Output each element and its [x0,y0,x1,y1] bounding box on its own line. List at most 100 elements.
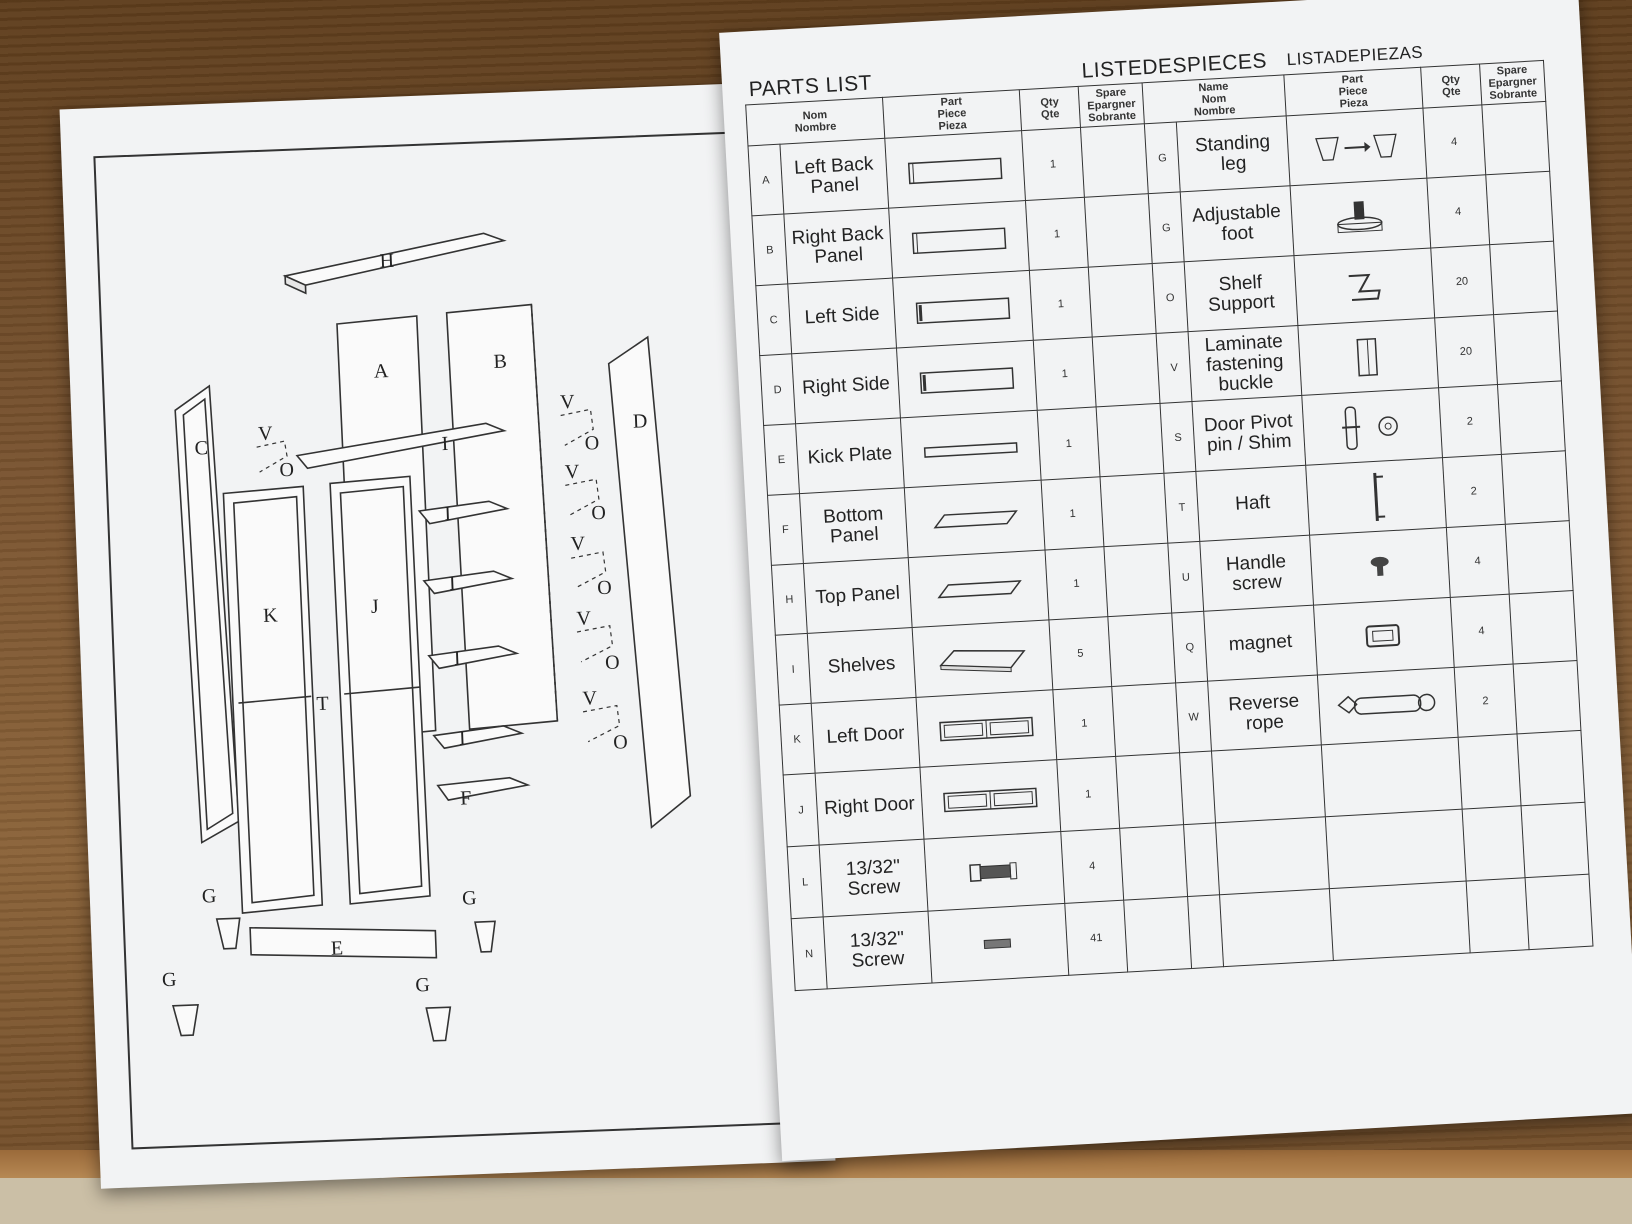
left-part-code: I [775,633,812,706]
right-part-illustration [1289,178,1431,256]
label-v-2: V [560,391,576,414]
right-part-code [1179,751,1216,825]
label-v-6: V [582,687,598,710]
rope-icon [1322,683,1452,730]
leg-icon [1291,126,1421,167]
foot-icon [1295,193,1425,240]
label-i-2: I [444,503,452,525]
hardware-clusters: V O V O V O V O V O V O [256,391,628,754]
right-part-code: T [1164,471,1200,544]
left-part-name: Left Door [811,697,920,774]
label-b: B [493,351,507,373]
left-part-code: H [771,563,808,636]
label-i-5: I [459,727,467,749]
right-part-spare [1493,311,1562,385]
left-part-qty: 1 [1029,267,1093,341]
right-part-name [1219,888,1334,967]
left-part-illustration [896,340,1038,418]
left-part-name: Right Door [815,767,924,846]
right-part-code [1187,894,1224,969]
left-part-qty: 1 [1021,127,1085,201]
left-part-code: E [763,423,800,496]
right-part-qty: 4 [1446,524,1510,598]
left-part-code: K [779,703,816,775]
side-panel-icon [898,291,1027,328]
right-part-spare [1489,241,1558,315]
right-part-illustration [1309,527,1450,606]
left-part-qty: 1 [1037,406,1101,481]
left-part-name: Bottom Panel [799,487,909,564]
right-part-illustration [1301,387,1443,466]
left-part-qty: 1 [1052,686,1116,760]
left-part-name: Left Side [787,278,897,354]
right-part-qty: 20 [1430,244,1494,318]
right-part-code: G [1144,121,1181,194]
right-part-code: Q [1171,611,1208,683]
shelves-i: I I I I I [295,422,525,750]
top-panel-h: H [282,232,507,295]
right-part-name: Laminate fastening buckle [1188,325,1302,402]
right-part-spare [1509,590,1578,665]
door-j: J T [316,475,431,905]
left-part-qty: 41 [1064,900,1128,976]
shelf-icon [918,637,1048,680]
diagram-frame: H A B C [93,130,801,1150]
label-g-2: G [462,887,477,910]
left-part-name: Left Back Panel [779,138,889,215]
right-part-illustration [1321,737,1462,817]
right-part-illustration [1317,667,1458,745]
left-part-qty: 1 [1033,337,1097,411]
right-part-illustration [1305,457,1447,536]
left-part-illustration [915,689,1057,768]
left-part-name: Shelves [807,627,916,704]
left-part-illustration [919,759,1061,840]
bolt-icon [929,850,1059,893]
kick-plate-icon [906,435,1035,462]
left-part-code: C [755,283,792,356]
label-g-1: G [201,885,216,908]
left-part-spare [1084,193,1153,268]
right-part-name: Standing leg [1176,115,1290,192]
door-k: K [222,485,324,914]
back-panel-b: B [445,303,559,731]
right-part-qty: 4 [1422,104,1486,179]
right-part-spare [1521,802,1589,878]
right-part-code [1183,822,1220,897]
label-c: C [194,437,208,459]
left-part-qty: 1 [1041,476,1105,551]
label-o-4: O [597,577,612,600]
left-part-spare [1100,473,1168,547]
right-part-code: U [1167,541,1204,614]
left-part-qty: 4 [1060,828,1124,904]
right-part-spare [1485,171,1554,245]
left-part-illustration [888,200,1030,279]
kick-plate-e: E [249,926,438,960]
right-part-code: V [1156,331,1193,404]
legs-g: G G G G [162,885,496,1042]
right-part-spare [1501,450,1570,525]
left-part-qty: 1 [1044,546,1109,620]
left-part-spare [1096,403,1165,477]
label-v-5: V [576,607,592,630]
label-f: F [460,787,472,809]
left-part-illustration [912,619,1053,698]
left-part-code: N [791,916,828,991]
side-panel-icon [902,361,1031,398]
right-part-spare [1525,874,1593,950]
left-part-name: Right Back Panel [783,208,893,284]
label-k: K [263,604,279,627]
left-part-illustration [923,831,1065,912]
